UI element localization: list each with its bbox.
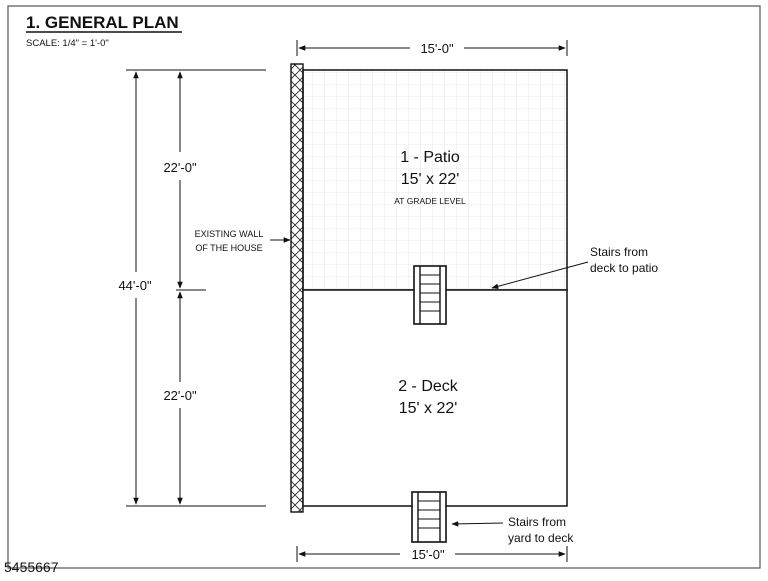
plan-title: 1. GENERAL PLAN xyxy=(26,13,179,32)
stairs-patio-callout-line1: Stairs from xyxy=(590,245,648,259)
stairs-yard-callout-arrow xyxy=(451,521,504,527)
stairs-yard-to-deck xyxy=(411,491,447,543)
total-length-label: 44'-0" xyxy=(118,278,152,293)
patio-size: 15' x 22' xyxy=(401,171,460,188)
upper-length-label: 22'-0" xyxy=(163,160,197,175)
lower-length-label: 22'-0" xyxy=(163,388,197,403)
wall-label-line1: EXISTING WALL xyxy=(195,229,264,239)
top-width-label: 15'-0" xyxy=(420,41,454,56)
page-border xyxy=(7,5,761,569)
stairs-patio-callout-line2: deck to patio xyxy=(590,261,658,275)
stairs-yard-callout-line2: yard to deck xyxy=(508,531,574,545)
total-length-dimension: 44'-0" xyxy=(118,69,266,507)
half-length-dimensions: 22'-0" 22'-0" xyxy=(163,71,206,505)
patio-name: 1 - Patio xyxy=(400,149,460,166)
deck-size: 15' x 22' xyxy=(399,400,458,417)
deck-name: 2 - Deck xyxy=(398,378,459,395)
bottom-width-label: 15'-0" xyxy=(411,547,445,562)
top-width-dimension: 15'-0" xyxy=(296,40,568,56)
listing-id: 5455667 xyxy=(4,559,59,575)
stairs-yard-callout-line1: Stairs from xyxy=(508,515,566,529)
bottom-width-dimension: 15'-0" xyxy=(296,546,568,562)
existing-wall xyxy=(290,63,304,513)
scale-note: SCALE: 1/4" = 1'-0" xyxy=(26,38,109,49)
wall-label-line2: OF THE HOUSE xyxy=(195,243,262,253)
deck-area xyxy=(302,289,568,507)
stairs-deck-to-patio xyxy=(413,265,447,325)
stairs-patio-callout-arrow xyxy=(491,261,589,290)
patio-note: AT GRADE LEVEL xyxy=(394,196,466,206)
